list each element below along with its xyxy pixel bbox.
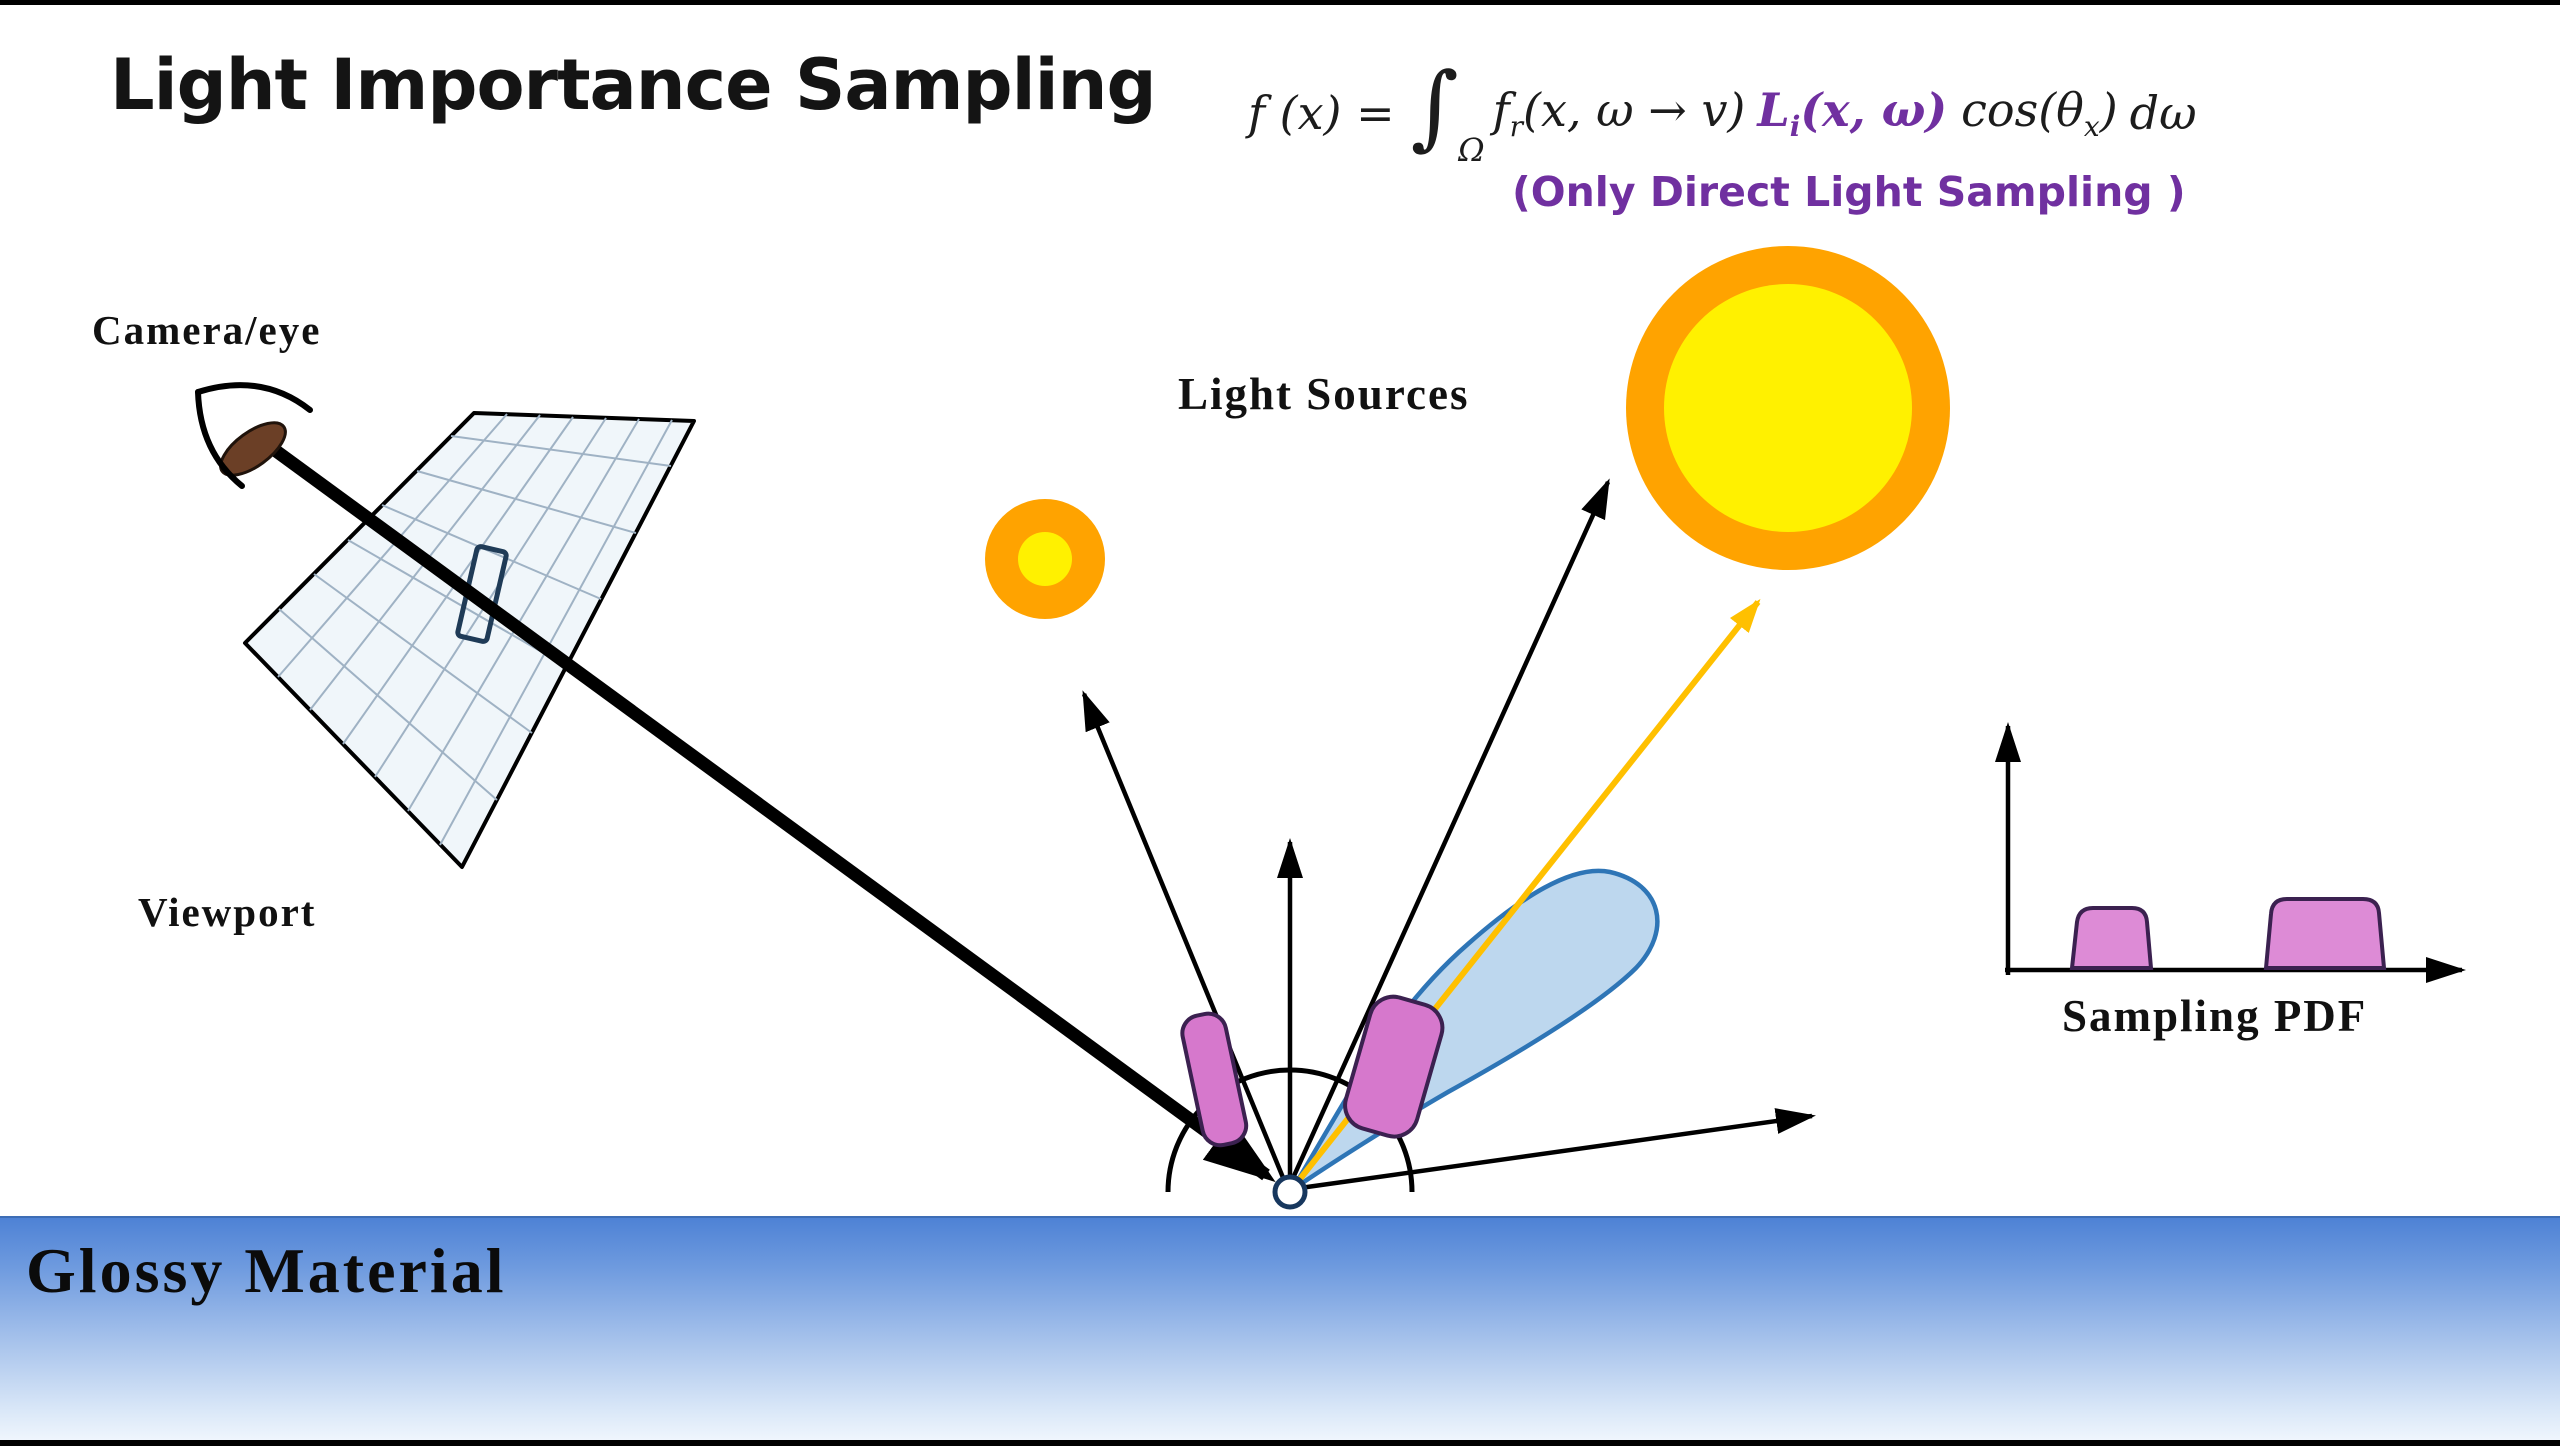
formula-cosine-sub: x — [2083, 110, 2100, 144]
sampling-pdf-chart — [1995, 722, 2466, 983]
light-source-small-icon — [985, 499, 1105, 619]
light-pdf-lobes — [1180, 994, 1445, 1148]
formula-radiance-sub: i — [1789, 110, 1801, 144]
glossy-material-label: Glossy Material — [26, 1235, 507, 1306]
direct-light-note: (Only Direct Light Sampling ) — [1512, 168, 2186, 216]
viewport-label: Viewport — [138, 889, 317, 935]
sampling-pdf-label: Sampling PDF — [2062, 991, 2368, 1041]
pdf-bump-small — [2069, 906, 2154, 970]
shading-point — [1272, 1174, 1308, 1210]
rendering-equation: f (x) = ∫Ω fr(x, ω → v) Li(x, ω) cos(θx)… — [1248, 48, 2197, 178]
to-large-light-ray — [1290, 478, 1611, 1179]
glossy-brdf-lobe — [1290, 868, 1660, 1192]
camera-eye-icon — [195, 382, 313, 489]
grazing-ray — [1299, 1108, 1816, 1191]
integral-domain: Ω — [1458, 130, 1485, 169]
up-left-ray — [1081, 690, 1287, 1181]
pdf-bump-large — [2263, 897, 2387, 970]
formula-lhs: f (x) = — [1248, 86, 1395, 140]
light-sources-label: Light Sources — [1178, 369, 1470, 419]
slide-border-bottom — [0, 1440, 2560, 1446]
formula-brdf-sub: r — [1509, 110, 1524, 144]
camera-eye-label: Camera/eye — [92, 307, 322, 353]
pdf-lobe-right — [1343, 994, 1445, 1139]
light-source-large-icon — [1626, 246, 1950, 570]
glossy-surface-band — [0, 1216, 2560, 1446]
pdf-lobe-left — [1180, 1011, 1249, 1148]
camera-ray — [268, 442, 1276, 1183]
formula-radiance-term: Li(x, ω) — [1757, 82, 1948, 144]
formula-cosine: cos(θx) — [1961, 82, 2118, 144]
sample-rays — [1081, 478, 1816, 1191]
formula-brdf: fr(x, ω → v) — [1492, 82, 1746, 144]
slide-border-top — [0, 0, 2560, 5]
page-title: Light Importance Sampling — [110, 44, 1157, 126]
formula-differential: dω — [2129, 86, 2197, 140]
integral-symbol: ∫Ω — [1410, 52, 1485, 169]
